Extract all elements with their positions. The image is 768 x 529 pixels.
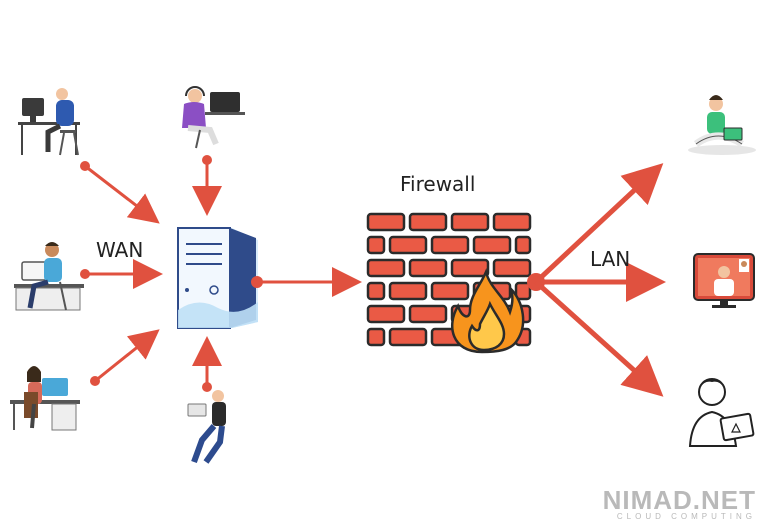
- lan-user-top: [688, 95, 756, 155]
- lan-user-bottom: [688, 378, 755, 447]
- firewall-label: Firewall: [400, 172, 476, 196]
- arrow-top-left: [80, 161, 160, 224]
- arrow-bottom: [192, 336, 222, 392]
- wan-user-left: [14, 242, 84, 311]
- wan-user-bottom: [187, 390, 226, 464]
- arrow-top: [192, 155, 222, 216]
- wan-arrows: [80, 155, 222, 392]
- arrow-lan-top: [534, 163, 664, 284]
- wan-user-bottom-left: [10, 366, 80, 431]
- lan-arrows: [527, 163, 666, 397]
- wan-user-top: [182, 86, 245, 149]
- server-icon: [177, 227, 258, 329]
- arrow-bottom-left: [90, 329, 160, 386]
- brand-name: NIMAD.NET: [602, 485, 756, 515]
- lan-label: LAN: [590, 247, 631, 271]
- arrow-lan-bottom: [534, 280, 664, 397]
- arrow-left: [80, 259, 163, 289]
- lan-user-middle: [693, 253, 755, 308]
- brand-tagline: CLOUD COMPUTING: [616, 512, 756, 521]
- brand-watermark: NIMAD.NET CLOUD COMPUTING: [603, 485, 756, 521]
- wan-label: WAN: [96, 238, 144, 262]
- flame-icon: [450, 268, 525, 354]
- wan-user-top-left: [18, 88, 80, 156]
- server-to-firewall-arrow: [251, 267, 362, 297]
